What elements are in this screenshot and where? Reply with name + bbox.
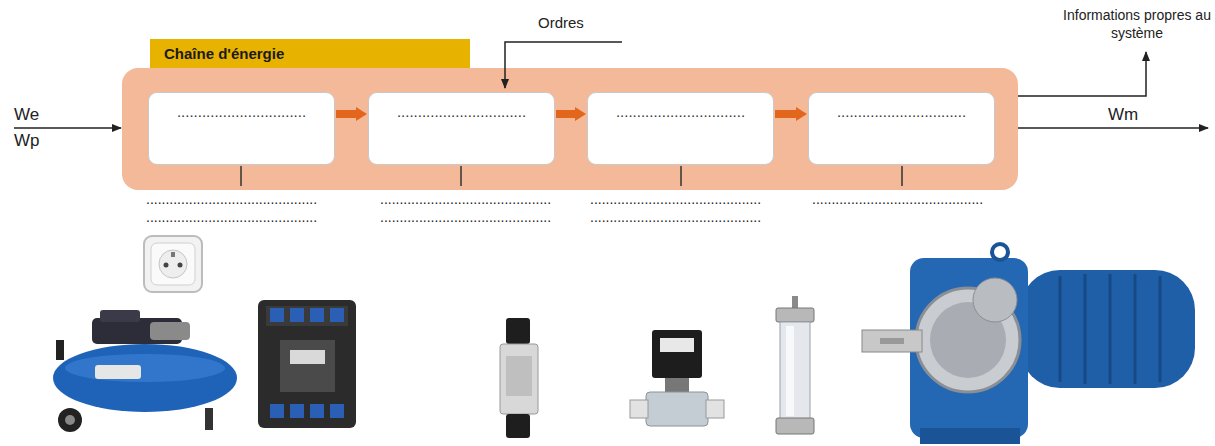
signal-label: Wm <box>1108 106 1138 124</box>
signal-label: Informations propres au système <box>1062 6 1212 42</box>
fill-in-dots: ............................... <box>610 103 751 121</box>
fill-in-dots: ........................................… <box>146 208 317 226</box>
info-arrow <box>1018 52 1146 96</box>
function-box: ............................... <box>368 92 555 165</box>
cylinder-picture <box>776 296 814 434</box>
chain-title: Chaîne d'énergie <box>150 39 470 68</box>
function-box: ............................... <box>148 92 335 165</box>
function-box: ............................... <box>808 92 995 165</box>
signal-label: Wp <box>14 132 40 150</box>
input-arrow <box>14 127 121 129</box>
fill-in-dots: ........................................… <box>590 208 761 226</box>
fill-in-dots: ........................................… <box>812 190 983 208</box>
output-arrow <box>1018 127 1208 129</box>
function-box: ............................... <box>587 92 774 165</box>
compressor-picture <box>53 310 237 432</box>
gear-motor-picture <box>862 244 1195 444</box>
fill-in-dots: ........................................… <box>590 190 761 208</box>
solenoid-valve-picture <box>630 330 724 426</box>
fill-in-dots: ............................... <box>391 103 532 121</box>
distributor-picture <box>500 318 538 438</box>
signal-label: Ordres <box>538 14 584 32</box>
fill-in-dots: ........................................… <box>380 190 551 208</box>
fill-in-dots: ............................... <box>831 103 972 121</box>
socket-picture <box>144 236 202 292</box>
contactor-picture <box>258 300 356 428</box>
signal-label: We <box>14 106 39 124</box>
energy-chain-band: Chaîne d'énergie........................… <box>122 68 1018 190</box>
fill-in-dots: ........................................… <box>380 208 551 226</box>
fill-in-dots: ............................... <box>171 103 312 121</box>
fill-in-dots: ........................................… <box>146 190 317 208</box>
